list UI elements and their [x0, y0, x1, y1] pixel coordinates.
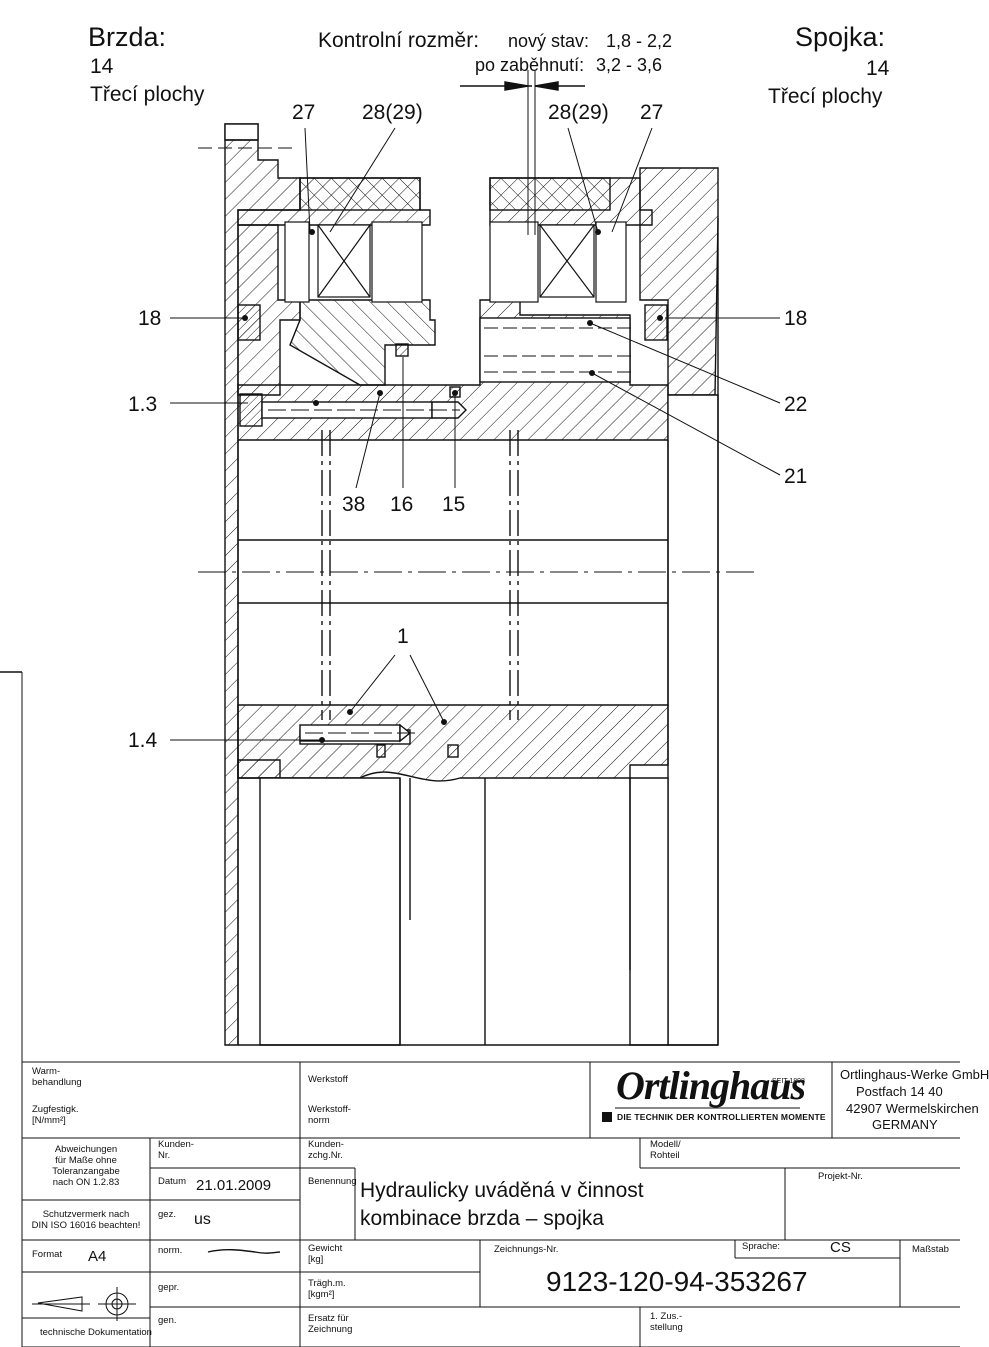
format-label: Format: [32, 1249, 63, 1260]
logo-tagline: DIE TECHNIK DER KONTROLLIERTEN MOMENTE: [617, 1112, 826, 1122]
new-state-label: nový stav:: [508, 31, 590, 51]
werkstoff-label: Werkstoff: [308, 1074, 348, 1085]
clutch-count: 14: [866, 57, 890, 80]
run-in-label: po zaběhnutí:: [475, 55, 585, 75]
new-state-value: 1,8 - 2,2: [606, 31, 673, 51]
callout-18-left: 18: [138, 307, 162, 330]
clutch-title: Spojka:: [795, 22, 886, 52]
drawing-number: 9123-120-94-353267: [546, 1266, 808, 1297]
callout-1: 1: [397, 625, 409, 648]
company-name: Ortlinghaus-Werke GmbH: [840, 1067, 989, 1082]
title-line-2: kombinace brzda – spojka: [360, 1207, 604, 1230]
kunden-zchg-label: Kunden- zchg.Nr.: [308, 1139, 344, 1161]
callout-1-4: 1.4: [128, 729, 158, 752]
norm-label: norm.: [158, 1245, 183, 1256]
ortlinghaus-logo: Ortlinghaus: [616, 1063, 806, 1108]
callout-28-29-right: 28(29): [548, 101, 609, 124]
gewicht-label: Gewicht [kg]: [308, 1243, 343, 1265]
warm-label: Warm- behandlung: [32, 1066, 82, 1088]
control-dimension-label: Kontrolní rozměr:: [318, 29, 480, 52]
ersatz-label: Ersatz für Zeichnung: [308, 1313, 353, 1335]
datum-label: Datum: [158, 1176, 186, 1187]
tech-doc-label: technische Dokumentation: [40, 1327, 152, 1338]
gez-label: gez.: [158, 1209, 176, 1220]
callout-22: 22: [784, 393, 808, 416]
clutch-surfaces-label: Třecí plochy: [768, 85, 883, 108]
callout-18-right: 18: [784, 307, 808, 330]
brake-clutch-section-drawing: [0, 70, 781, 1347]
run-in-value: 3,2 - 3,6: [596, 55, 663, 75]
logo-square-icon: [602, 1112, 612, 1122]
callout-16: 16: [390, 493, 414, 516]
abweichungen-label: Abweichungen für Maße ohne Toleranzangab…: [52, 1144, 120, 1188]
gez-value: us: [194, 1211, 211, 1228]
gepr-label: gepr.: [158, 1282, 180, 1293]
sprache-value: CS: [830, 1239, 851, 1256]
brake-count: 14: [90, 55, 114, 78]
datum-value: 21.01.2009: [196, 1177, 272, 1194]
traegh-label: Trägh.m. [kgm²]: [308, 1278, 346, 1300]
benennung-label: Benennung: [308, 1176, 357, 1187]
title-line-1: Hydraulicky uváděná v činnost: [360, 1179, 644, 1202]
callout-28-29-left: 28(29): [362, 101, 423, 124]
title-block-frame: [21, 1061, 960, 1347]
company-postfach: Postfach 14 40: [856, 1084, 943, 1099]
zus-stellung-label: 1. Zus.- stellung: [650, 1311, 683, 1333]
callout-15: 15: [442, 493, 466, 516]
callout-21: 21: [784, 465, 808, 488]
callout-27-left: 27: [292, 101, 316, 124]
werkstoffnorm-label: Werkstoff- norm: [308, 1104, 351, 1126]
company-country: GERMANY: [872, 1117, 938, 1132]
callout-1-3: 1.3: [128, 393, 158, 416]
zugfestigk-label: Zugfestigk. [N/mm²]: [32, 1104, 79, 1126]
massstab-label: Maßstab: [912, 1244, 949, 1255]
gen-label: gen.: [158, 1315, 177, 1326]
zeichnungs-nr-label: Zeichnungs-Nr.: [494, 1244, 559, 1255]
format-value: A4: [88, 1248, 107, 1265]
logo-since: SEIT 1898: [772, 1078, 805, 1085]
schutzvermerk-label: Schutzvermerk nach DIN ISO 16016 beachte…: [31, 1209, 141, 1231]
brake-title: Brzda:: [88, 22, 167, 52]
callout-27-right: 27: [640, 101, 664, 124]
sprache-label: Sprache:: [742, 1241, 781, 1252]
projekt-label: Projekt-Nr.: [818, 1171, 863, 1182]
kunden-nr-label: Kunden- Nr.: [158, 1139, 194, 1161]
callout-38: 38: [342, 493, 366, 516]
modell-label: Modell/ Rohteil: [650, 1139, 681, 1161]
brake-surfaces-label: Třecí plochy: [90, 83, 205, 106]
company-city: 42907 Wermelskirchen: [846, 1101, 979, 1116]
